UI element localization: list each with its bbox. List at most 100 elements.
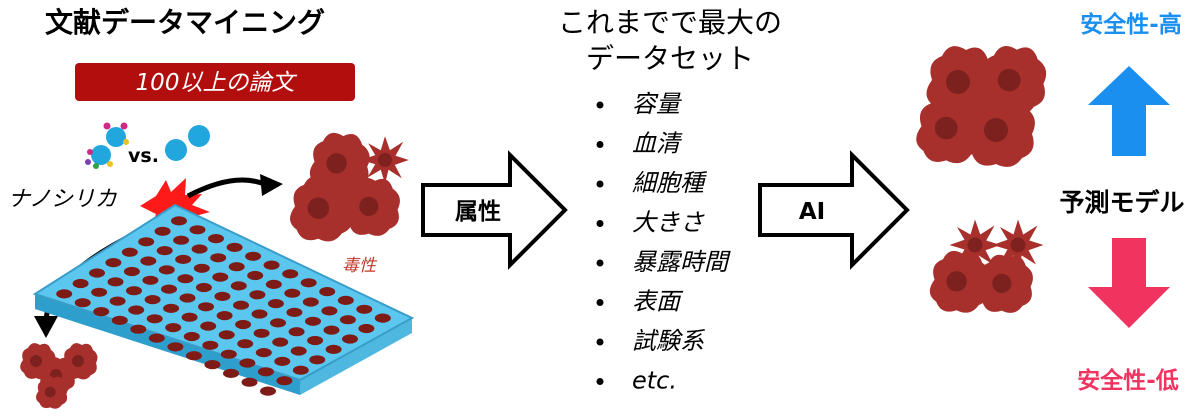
well bbox=[142, 275, 159, 285]
attribute-arrow-label: 属性 bbox=[455, 199, 501, 225]
well bbox=[270, 318, 286, 328]
well bbox=[288, 327, 305, 337]
well bbox=[272, 337, 289, 347]
toxic-cell-cluster bbox=[290, 132, 409, 242]
well bbox=[144, 295, 161, 305]
well bbox=[200, 321, 217, 331]
well bbox=[302, 297, 319, 307]
well bbox=[191, 244, 208, 254]
dataset-item: 細胞種 bbox=[632, 169, 708, 197]
well bbox=[202, 340, 219, 350]
well bbox=[161, 284, 177, 294]
well bbox=[300, 278, 317, 288]
arrow-to-toxic-cells-head bbox=[260, 174, 283, 196]
safety-high-label: 安全性-高 bbox=[1080, 11, 1182, 38]
bare-nanoparticle-icon bbox=[165, 125, 210, 161]
well bbox=[72, 278, 89, 289]
well bbox=[130, 324, 147, 334]
dataset-title-line2: データセット bbox=[586, 42, 754, 75]
safety-down-arrow-icon bbox=[1088, 238, 1170, 328]
attribute-arrow bbox=[421, 150, 568, 270]
well bbox=[321, 306, 338, 316]
well bbox=[158, 265, 175, 275]
well bbox=[123, 266, 140, 277]
well bbox=[121, 247, 138, 257]
well bbox=[274, 356, 291, 366]
well bbox=[241, 377, 258, 387]
well bbox=[247, 270, 264, 281]
well bbox=[290, 346, 307, 356]
well bbox=[265, 279, 282, 289]
well bbox=[226, 242, 243, 252]
well bbox=[251, 309, 268, 319]
well bbox=[189, 225, 206, 235]
healthy-cell-cluster bbox=[916, 46, 1047, 167]
well bbox=[214, 291, 231, 301]
prediction-model-label: 予測モデル bbox=[1059, 188, 1184, 217]
well bbox=[325, 344, 342, 354]
arrow-from-plate-to-cells-head bbox=[34, 316, 58, 338]
well bbox=[156, 246, 173, 256]
dataset-bullet bbox=[596, 220, 604, 227]
well bbox=[109, 296, 126, 306]
well bbox=[220, 349, 237, 359]
well bbox=[323, 325, 340, 335]
ai-arrow bbox=[758, 150, 910, 270]
well bbox=[128, 305, 145, 315]
dataset-item: 血清 bbox=[632, 130, 683, 158]
dataset-bullet bbox=[596, 101, 604, 109]
toxicity-label: 毒性 bbox=[342, 256, 378, 276]
dataset-bullet bbox=[596, 338, 604, 346]
dataset-bullet bbox=[596, 378, 604, 385]
well bbox=[230, 281, 247, 291]
well bbox=[195, 282, 212, 293]
well bbox=[223, 368, 239, 378]
damaged-cell-cluster bbox=[929, 219, 1044, 313]
well-plate bbox=[32, 203, 415, 396]
well bbox=[305, 316, 321, 326]
dataset-item: 表面 bbox=[632, 288, 684, 316]
well bbox=[56, 289, 73, 299]
well bbox=[181, 312, 198, 322]
well bbox=[260, 386, 276, 396]
well bbox=[212, 272, 229, 282]
well bbox=[358, 323, 375, 334]
well bbox=[235, 319, 252, 330]
well bbox=[183, 331, 200, 342]
well bbox=[140, 256, 157, 266]
well bbox=[342, 334, 358, 344]
well bbox=[138, 237, 155, 247]
vs-label: vs. bbox=[128, 145, 159, 167]
well bbox=[245, 251, 262, 261]
dataset-bullet bbox=[596, 299, 604, 306]
well bbox=[93, 307, 110, 317]
ai-arrow-label: AI bbox=[799, 199, 825, 225]
well bbox=[107, 277, 124, 287]
papers-badge-label: 100以上の論文 bbox=[136, 70, 298, 96]
dataset-item: 暴露時間 bbox=[632, 248, 731, 276]
dataset-item: 容量 bbox=[632, 90, 682, 118]
well bbox=[111, 315, 128, 325]
well bbox=[276, 376, 293, 386]
well bbox=[339, 315, 356, 325]
well bbox=[146, 314, 163, 324]
well bbox=[89, 268, 105, 278]
well bbox=[179, 293, 196, 303]
well bbox=[233, 300, 249, 310]
well bbox=[175, 254, 192, 264]
well bbox=[167, 342, 184, 352]
decorated-nanoparticle-icon bbox=[85, 122, 129, 169]
small-cell-cluster bbox=[20, 343, 98, 409]
well bbox=[165, 323, 182, 333]
well bbox=[148, 333, 165, 343]
well bbox=[74, 298, 91, 308]
well bbox=[356, 304, 373, 314]
well bbox=[163, 303, 180, 313]
well bbox=[208, 234, 224, 244]
well bbox=[263, 260, 280, 270]
well bbox=[337, 295, 354, 305]
well bbox=[267, 299, 284, 309]
well bbox=[374, 313, 391, 323]
